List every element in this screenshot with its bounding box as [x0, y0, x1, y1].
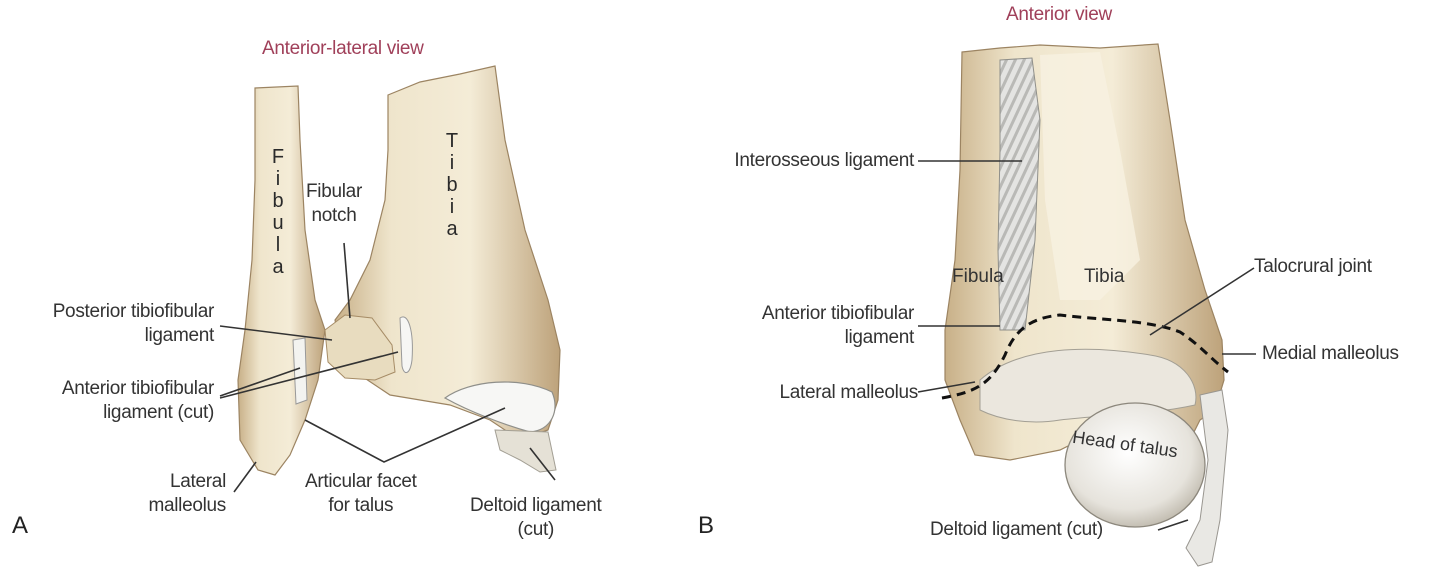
- letter: a: [272, 256, 284, 278]
- fibula-label-b: Fibula: [952, 266, 1004, 287]
- letter: i: [449, 152, 455, 174]
- label-line: ligament: [844, 327, 915, 348]
- label-deltoid-ligament-cut-b: Deltoid ligament (cut): [930, 519, 1103, 540]
- label-anterior-tibiofibular-ligament-b: Anterior tibiofibular ligament: [762, 302, 914, 350]
- panel-b-letter: B: [698, 512, 715, 539]
- label-line: notch: [311, 205, 357, 226]
- label-deltoid-ligament-cut-a: Deltoid ligament (cut): [470, 494, 602, 542]
- panel-a-art: [219, 65, 561, 493]
- letter: i: [449, 196, 455, 218]
- label-line: Posterior tibiofibular: [52, 301, 215, 322]
- label-lateral-malleolus-a: Lateral malleolus: [148, 470, 226, 518]
- label-line: malleolus: [148, 495, 226, 516]
- label-anterior-tibiofibular-ligament-cut: Anterior tibiofibular ligament (cut): [62, 377, 214, 425]
- panel-a-letter: A: [12, 512, 29, 539]
- letter: b: [446, 174, 458, 196]
- panel-a-title: Anterior-lateral view: [262, 38, 424, 59]
- label-line: (cut): [517, 519, 554, 540]
- letter: T: [445, 130, 459, 152]
- panel-b-art: [917, 43, 1256, 567]
- label-line: Anterior tibiofibular: [761, 303, 914, 324]
- tibia-vertical-label: T i b i a: [440, 130, 464, 240]
- panel-b-title: Anterior view: [1006, 4, 1112, 25]
- label-fibular-notch: Fibular notch: [306, 180, 362, 228]
- label-line: Lateral: [170, 471, 226, 492]
- letter: u: [272, 212, 284, 234]
- label-line: ligament: [144, 325, 215, 346]
- label-line: Fibular: [306, 181, 362, 202]
- letter: F: [271, 146, 285, 168]
- letter: b: [272, 190, 284, 212]
- label-interosseous-ligament: Interosseous ligament: [734, 150, 914, 171]
- fibula-vertical-label: F i b u l a: [266, 146, 290, 278]
- label-lateral-malleolus-b: Lateral malleolus: [779, 382, 918, 403]
- label-line: Anterior tibiofibular: [61, 378, 214, 399]
- label-medial-malleolus: Medial malleolus: [1262, 343, 1399, 364]
- label-line: Articular facet: [305, 471, 417, 492]
- letter: a: [446, 218, 458, 240]
- tibia-label-b: Tibia: [1084, 266, 1125, 287]
- label-line: ligament (cut): [103, 402, 214, 423]
- label-articular-facet-for-talus: Articular facet for talus: [305, 470, 417, 518]
- label-talocrural-joint: Talocrural joint: [1254, 256, 1372, 277]
- label-line: for talus: [328, 495, 394, 516]
- letter: l: [275, 234, 281, 256]
- letter: i: [275, 168, 281, 190]
- label-line: Deltoid ligament: [470, 495, 602, 516]
- label-posterior-tibiofibular-ligament: Posterior tibiofibular ligament: [52, 300, 215, 348]
